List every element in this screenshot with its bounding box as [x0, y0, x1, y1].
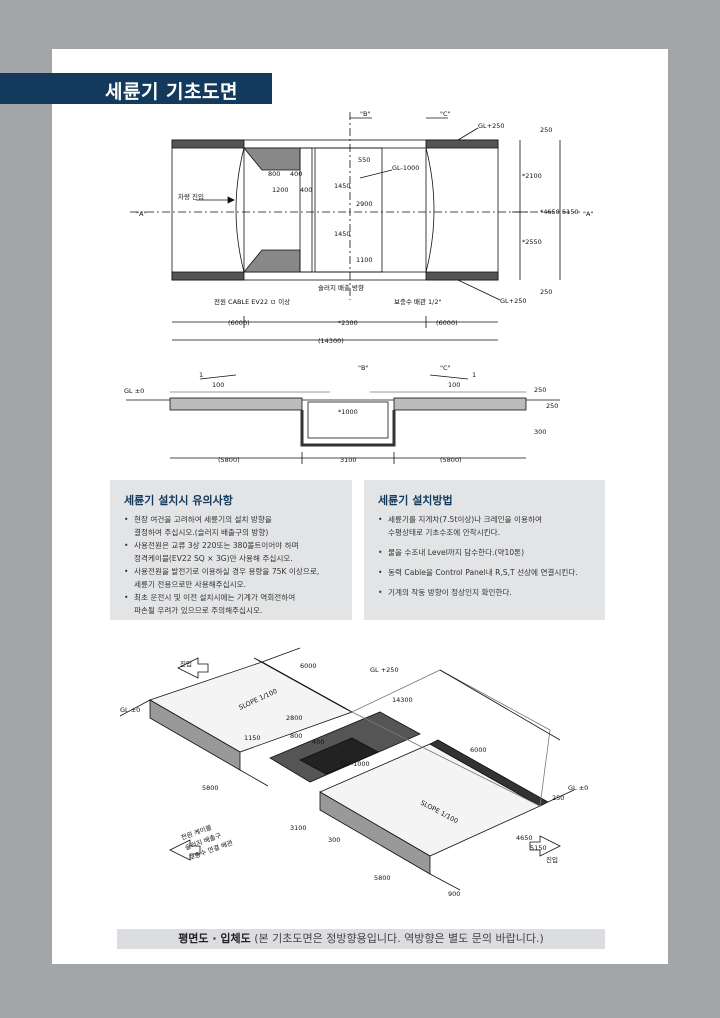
- plan-dim-1450b: 1450: [334, 230, 351, 238]
- list-item: •최초 운전시 및 이전 설치시에는 기계가 역회전하여: [124, 593, 296, 602]
- section-slope-1: 1: [199, 371, 203, 379]
- plan-drawing: "B" "C" GL+250 GL+250 GL-1000 차량 진입 "A" …: [130, 110, 593, 345]
- list-item: •물을 수조내 Level까지 담수한다.(약10톤): [378, 548, 525, 557]
- notes-caution-heading: 세륜기 설치시 유의사항: [124, 494, 233, 507]
- iso-gl-right: GL ±0: [568, 784, 588, 792]
- iso-dim-5800a: 5800: [202, 784, 219, 792]
- notes-install-list: •세륜기를 지게차(7.5t이상)나 크레인을 이용하여 수평상태로 기초수조에…: [378, 514, 597, 600]
- list-item: 결정하여 주십시오.(슬러지 배출구의 방향): [134, 528, 269, 537]
- title-bar: [0, 73, 272, 104]
- section-dim-5800b: (5800): [440, 456, 462, 464]
- plan-label-b: "B": [360, 110, 370, 118]
- plan-dim-6000a: (6000): [228, 319, 250, 327]
- figure-caption: 평면도 · 입체도 (본 기초도면은 정방향용입니다. 역방향은 별도 문의 바…: [117, 929, 605, 949]
- iso-dim-400: 400: [312, 738, 324, 746]
- iso-dim-3100: 3100: [290, 824, 307, 832]
- plan-dim-2550: *2550: [522, 238, 542, 246]
- iso-entry-bottom: 진입: [546, 855, 558, 864]
- notes-install-panel: 세륜기 설치방법 •세륜기를 지게차(7.5t이상)나 크레인을 이용하여 수평…: [364, 480, 605, 620]
- iso-gl-left: GL ±0: [120, 706, 140, 714]
- iso-dim-2800: 2800: [286, 714, 303, 722]
- plan-supply-note: 보충수 배관 1/2": [394, 297, 441, 306]
- plan-dim-4650: *4650: [540, 208, 560, 216]
- plan-dim-14300: (14300): [318, 337, 344, 345]
- list-item: •세륜기를 지게차(7.5t이상)나 크레인을 이용하여: [378, 515, 542, 524]
- section-dim-1000: *1000: [338, 408, 358, 416]
- plan-gl-center: GL-1000: [392, 164, 419, 172]
- iso-dim-4650: 4650: [516, 834, 533, 842]
- plan-dim-1100: 1100: [356, 256, 373, 264]
- section-dim-300: 300: [534, 428, 546, 436]
- plan-dim-2300: *2300: [338, 319, 358, 327]
- list-item: 파손될 우려가 있으므로 주의해주십시오.: [134, 606, 263, 615]
- list-item: •사용전원은 교류 3상 220또는 380볼트이어야 하며: [124, 541, 299, 550]
- plan-label-a-right: "A": [583, 210, 593, 218]
- list-item: •기계의 작동 방향이 정상인지 확인한다.: [378, 588, 512, 597]
- section-gl: GL ±0: [124, 387, 144, 395]
- plan-dim-400b: 400: [300, 186, 312, 194]
- notes-caution-panel: 세륜기 설치시 유의사항 •현장 여건을 고려하여 세륜기의 설치 방향을 결정…: [110, 480, 352, 620]
- plan-dim-250b: 250: [540, 288, 552, 296]
- section-dim-250b: 250: [546, 402, 558, 410]
- plan-label-a-left: "A": [136, 210, 146, 218]
- section-label-c: "C": [440, 364, 451, 372]
- iso-gl-top: GL +250: [370, 666, 399, 674]
- plan-gl-bottom: GL+250: [500, 297, 527, 305]
- iso-dim-1150: 1150: [244, 734, 261, 742]
- section-drawing: GL ±0 1 100 100 1 *1000 250 250 300 (580…: [124, 364, 560, 464]
- section-dim-3100: 3100: [340, 456, 357, 464]
- iso-dim-5800b: 5800: [374, 874, 391, 882]
- plan-dim-1200: 1200: [272, 186, 289, 194]
- iso-gl-center: GL -1000: [340, 760, 370, 768]
- iso-dim-5150: 5150: [530, 844, 547, 852]
- plan-dim-550: 550: [358, 156, 370, 164]
- iso-entry-top: 진입: [180, 659, 192, 668]
- section-dim-5800a: (5800): [218, 456, 240, 464]
- iso-dim-6000b: 6000: [470, 746, 487, 754]
- iso-dim-6000a: 6000: [300, 662, 317, 670]
- iso-dim-800: 800: [290, 732, 302, 740]
- iso-dim-250: 250: [552, 794, 564, 802]
- plan-cable-note: 전원 CABLE EV22 ㅁ 이상: [214, 297, 290, 306]
- plan-gl-top: GL+250: [478, 122, 505, 130]
- plan-dim-2100: *2100: [522, 172, 542, 180]
- section-dim-250a: 250: [534, 386, 546, 394]
- list-item: •현장 여건을 고려하여 세륜기의 설치 방향을: [124, 515, 272, 524]
- plan-sludge-note: 슬러지 배출 방향: [318, 283, 364, 292]
- notes-install-heading: 세륜기 설치방법: [378, 494, 453, 507]
- iso-dim-14300: 14300: [392, 696, 413, 704]
- plan-entry-label: 차량 진입: [178, 192, 204, 201]
- list-item: 수평상태로 기초수조에 안착시킨다.: [388, 528, 501, 537]
- list-item: 세륜기 전용으로만 사용해주십시오.: [134, 580, 247, 589]
- caption-bold: 평면도 · 입체도: [178, 932, 251, 945]
- iso-dim-900: 900: [448, 890, 460, 898]
- plan-dim-400a: 400: [290, 170, 302, 178]
- isometric-drawing: GL ±0 GL +250 GL -1000 GL ±0 SLOPE 1/100…: [119, 647, 588, 898]
- section-slope-100a: 100: [212, 381, 224, 389]
- plan-dim-5150: 5150: [562, 208, 579, 216]
- section-slope-1b: 1: [472, 371, 476, 379]
- section-label-b: "B": [358, 364, 368, 372]
- list-item: •동력 Cable을 Control Panel내 R,S,T 선상에 연결시킨…: [378, 568, 578, 577]
- plan-label-c: "C": [440, 110, 451, 118]
- plan-dim-250a: 250: [540, 126, 552, 134]
- plan-dim-6000b: (6000): [436, 319, 458, 327]
- iso-dim-300: 300: [328, 836, 340, 844]
- page-title: 세륜기 기초도면: [105, 81, 238, 103]
- list-item: •사용전원을 발전기로 이용하실 경우 용량을 75K 이상으로,: [124, 567, 320, 576]
- notes-caution-list: •현장 여건을 고려하여 세륜기의 설치 방향을 결정하여 주십시오.(슬러지 …: [124, 514, 344, 618]
- plan-dim-800: 800: [268, 170, 280, 178]
- caption-note: (본 기초도면은 정방향용입니다. 역방향은 별도 문의 바랍니다.): [250, 932, 544, 945]
- list-item: 정격케이블(EV22 SQ × 3G)만 사용해 주십시오.: [134, 554, 293, 563]
- section-slope-100b: 100: [448, 381, 460, 389]
- plan-dim-1450a: 1450: [334, 182, 351, 190]
- plan-dim-2900: 2900: [356, 200, 373, 208]
